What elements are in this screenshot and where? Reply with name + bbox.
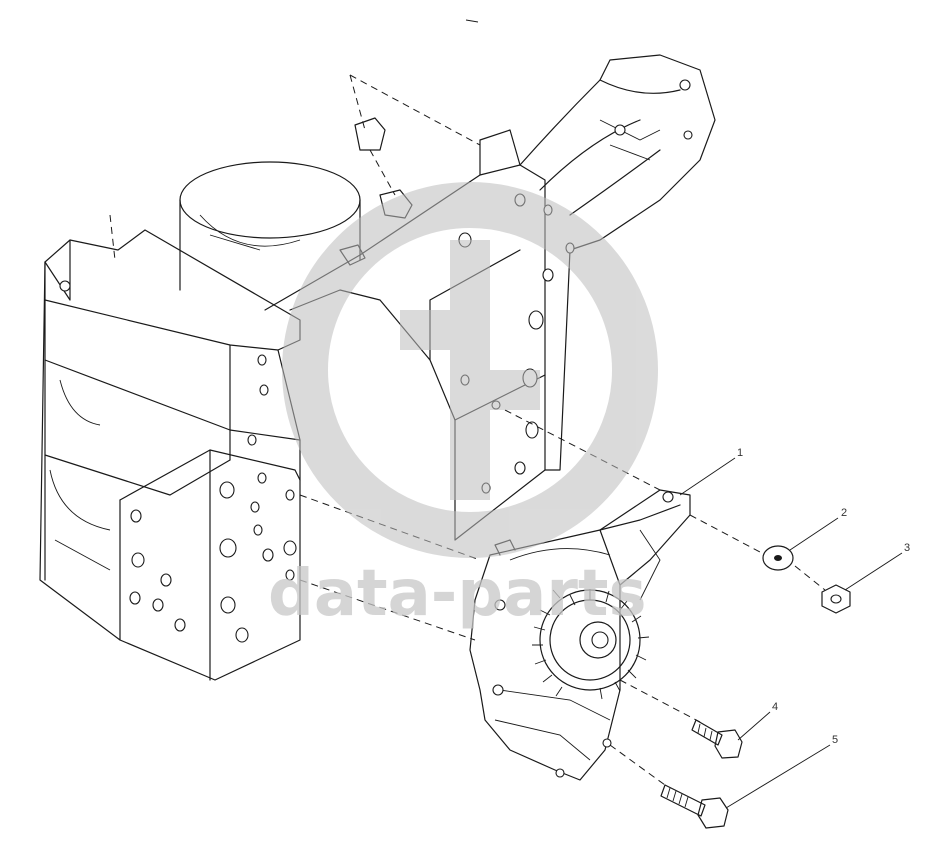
callout-4: 4	[772, 701, 778, 713]
bolt-short	[691, 719, 743, 759]
nut	[821, 584, 851, 614]
callout-2: 2	[841, 507, 847, 519]
callout-3: 3	[904, 542, 910, 554]
washer	[762, 545, 794, 571]
watermark-logo	[282, 182, 658, 558]
callout-5: 5	[832, 734, 838, 746]
gear-teeth	[532, 589, 650, 700]
callout-leaders	[679, 457, 903, 809]
bolt-long	[660, 784, 729, 829]
engine-block-drawing	[39, 54, 716, 681]
watermark-text: data-parts	[268, 557, 647, 631]
top-mark	[465, 19, 479, 23]
callout-1: 1	[737, 447, 743, 459]
oil-pump-assembly	[469, 489, 691, 781]
